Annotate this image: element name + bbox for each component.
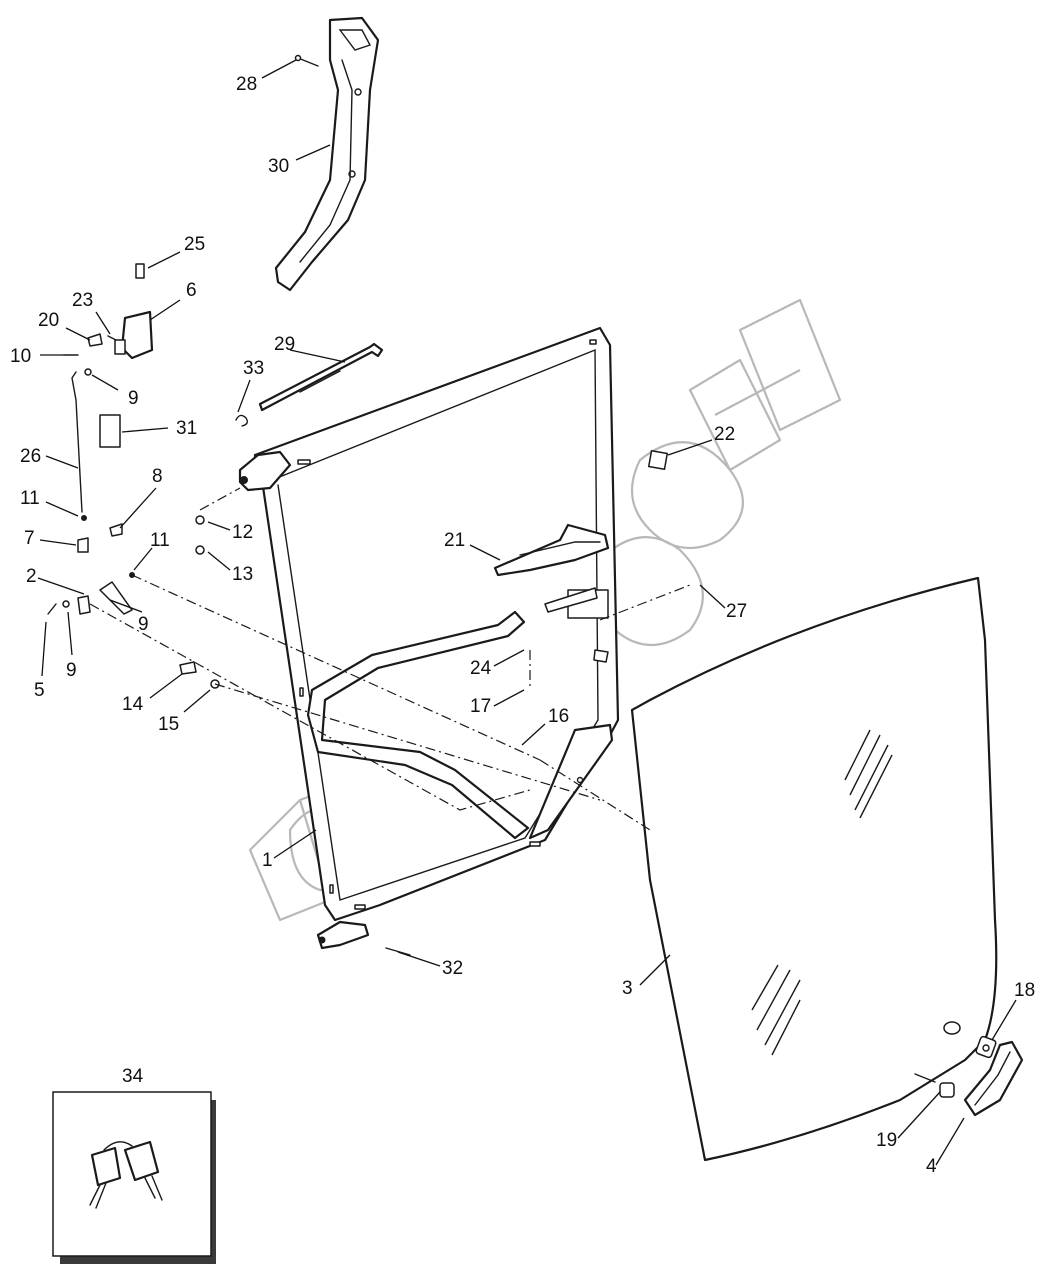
callout-5: 5 — [34, 680, 45, 701]
handle-bracket — [493, 523, 610, 577]
pin-32 — [385, 947, 411, 956]
latch-assembly — [47, 263, 220, 689]
callout-33: 33 — [243, 358, 264, 379]
glass-handle — [914, 1021, 1024, 1117]
clip-33 — [235, 414, 249, 427]
callout-9-lower: 9 — [66, 660, 77, 681]
callout-14: 14 — [122, 694, 144, 715]
callout-2: 2 — [26, 566, 37, 587]
callout-11-right: 11 — [150, 530, 170, 551]
callout-29: 29 — [274, 334, 295, 355]
callout-leaders — [37, 59, 1017, 1166]
callout-6: 6 — [186, 280, 197, 301]
callout-15: 15 — [158, 714, 179, 735]
key-inset — [52, 1091, 216, 1264]
pillar-trim — [274, 16, 380, 292]
callout-13: 13 — [232, 564, 253, 585]
callout-9-mid: 9 — [138, 614, 149, 635]
callout-9-upper: 9 — [128, 388, 139, 409]
callout-7: 7 — [24, 528, 35, 549]
callout-labels: 28 30 25 6 23 20 10 9 31 29 33 26 11 8 7… — [10, 74, 1035, 1177]
callout-22: 22 — [714, 424, 735, 445]
callout-31: 31 — [176, 418, 197, 439]
callout-10: 10 — [10, 346, 31, 367]
callout-3: 3 — [622, 978, 633, 999]
callout-32: 32 — [442, 958, 463, 979]
callout-12: 12 — [232, 522, 253, 543]
door-frame — [238, 326, 620, 950]
callout-4: 4 — [926, 1156, 937, 1177]
callout-23: 23 — [72, 290, 93, 311]
screw-28 — [294, 54, 319, 67]
callout-26: 26 — [20, 446, 41, 467]
callout-8: 8 — [152, 466, 163, 487]
label-22 — [647, 449, 669, 471]
glass-panel — [630, 576, 998, 1162]
callout-34: 34 — [122, 1066, 144, 1087]
callout-20: 20 — [38, 310, 59, 331]
callout-24: 24 — [470, 658, 492, 679]
callout-19: 19 — [876, 1130, 897, 1151]
callout-28: 28 — [236, 74, 257, 95]
callout-21: 21 — [444, 530, 465, 551]
callout-27: 27 — [726, 601, 747, 622]
callout-30: 30 — [268, 156, 289, 177]
assembly-lines — [89, 487, 691, 831]
callout-1: 1 — [262, 850, 273, 871]
callout-11-left: 11 — [20, 488, 40, 509]
callout-16: 16 — [548, 706, 569, 727]
callout-17: 17 — [470, 696, 491, 717]
gas-strut — [258, 342, 384, 412]
callout-18: 18 — [1014, 980, 1035, 1001]
callout-25: 25 — [184, 234, 205, 255]
